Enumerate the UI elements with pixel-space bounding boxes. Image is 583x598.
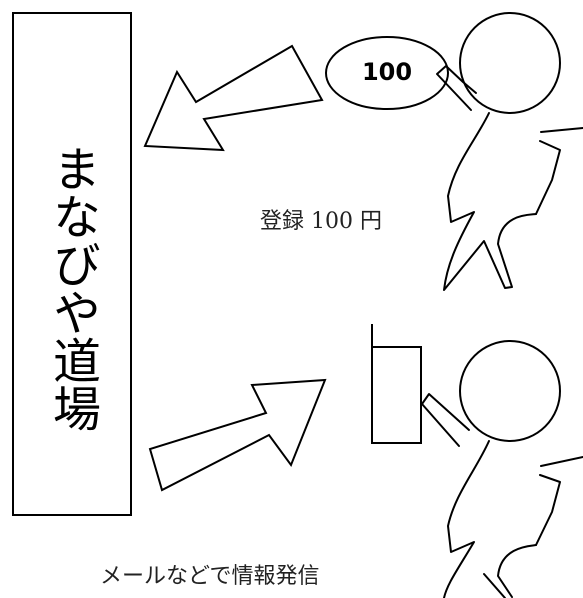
stick-figure-top — [436, 12, 583, 291]
vertical-title-wrap: まなびや道場 — [14, 14, 130, 514]
mail-info-label: メールなどで情報発信 — [100, 564, 320, 589]
vertical-title: まなびや道場 — [44, 144, 100, 432]
person-arm-right-bottom — [535, 456, 583, 546]
person-head-bottom — [459, 340, 561, 442]
stick-figure-bottom — [421, 340, 583, 598]
person-body-top — [443, 112, 537, 291]
left-pointing-arrow — [143, 44, 324, 152]
coin-bubble — [325, 36, 449, 110]
registration-fee-label: 登録 100 円 — [260, 209, 382, 234]
person-body-bottom — [443, 440, 537, 598]
person-arm-right-top — [535, 127, 583, 215]
mobile-phone-body — [371, 346, 422, 444]
person-arm-left-bottom — [421, 393, 470, 447]
person-head-top — [459, 12, 561, 114]
person-arm-left-top — [436, 65, 477, 111]
coin-bubble-text: 100 — [361, 58, 413, 86]
right-pointing-arrow — [148, 378, 327, 492]
manabiya-dojo-box: まなびや道場 — [12, 12, 132, 516]
mobile-phone — [371, 324, 422, 444]
